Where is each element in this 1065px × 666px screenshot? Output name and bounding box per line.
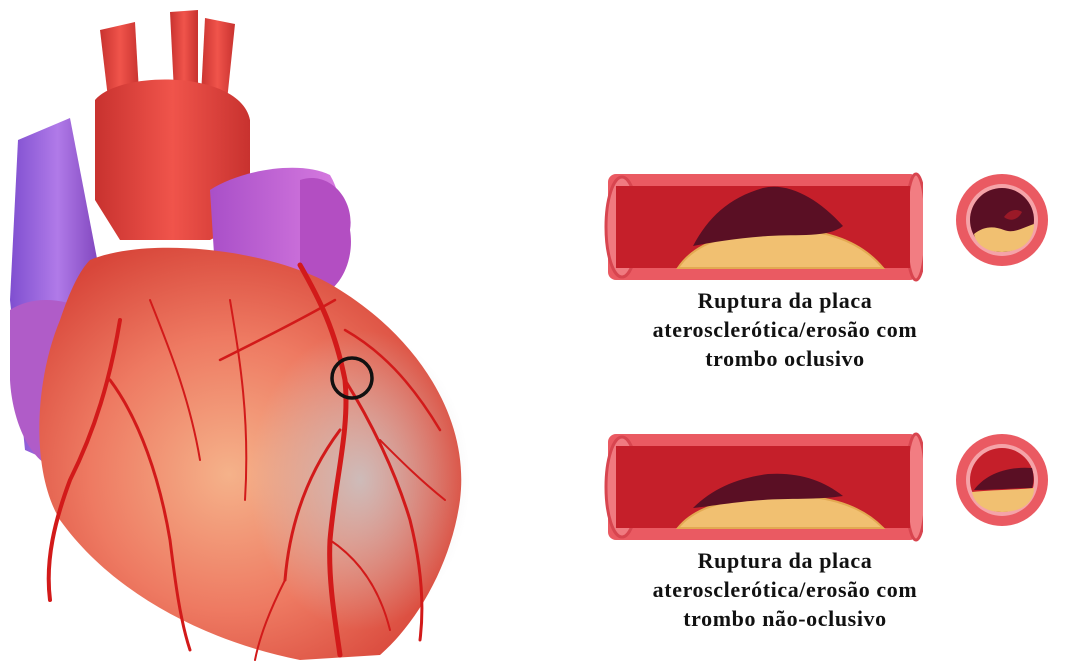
caption-non-occlusive: Ruptura da placa aterosclerótica/erosão … bbox=[590, 546, 980, 633]
longitudinal-vessel-occlusive bbox=[598, 168, 923, 286]
caption-line: aterosclerótica/erosão com bbox=[590, 315, 980, 344]
caption-line: trombo não-oclusivo bbox=[590, 604, 980, 633]
cross-section-non-occlusive bbox=[954, 432, 1050, 528]
caption-line: aterosclerótica/erosão com bbox=[590, 575, 980, 604]
caption-line: Ruptura da placa bbox=[590, 286, 980, 315]
heart-illustration bbox=[0, 0, 560, 666]
caption-line: Ruptura da placa bbox=[590, 546, 980, 575]
cross-section-occlusive bbox=[954, 172, 1050, 268]
caption-occlusive: Ruptura da placa aterosclerótica/erosão … bbox=[590, 286, 980, 373]
caption-line: trombo oclusivo bbox=[590, 344, 980, 373]
longitudinal-vessel-non-occlusive bbox=[598, 428, 923, 546]
